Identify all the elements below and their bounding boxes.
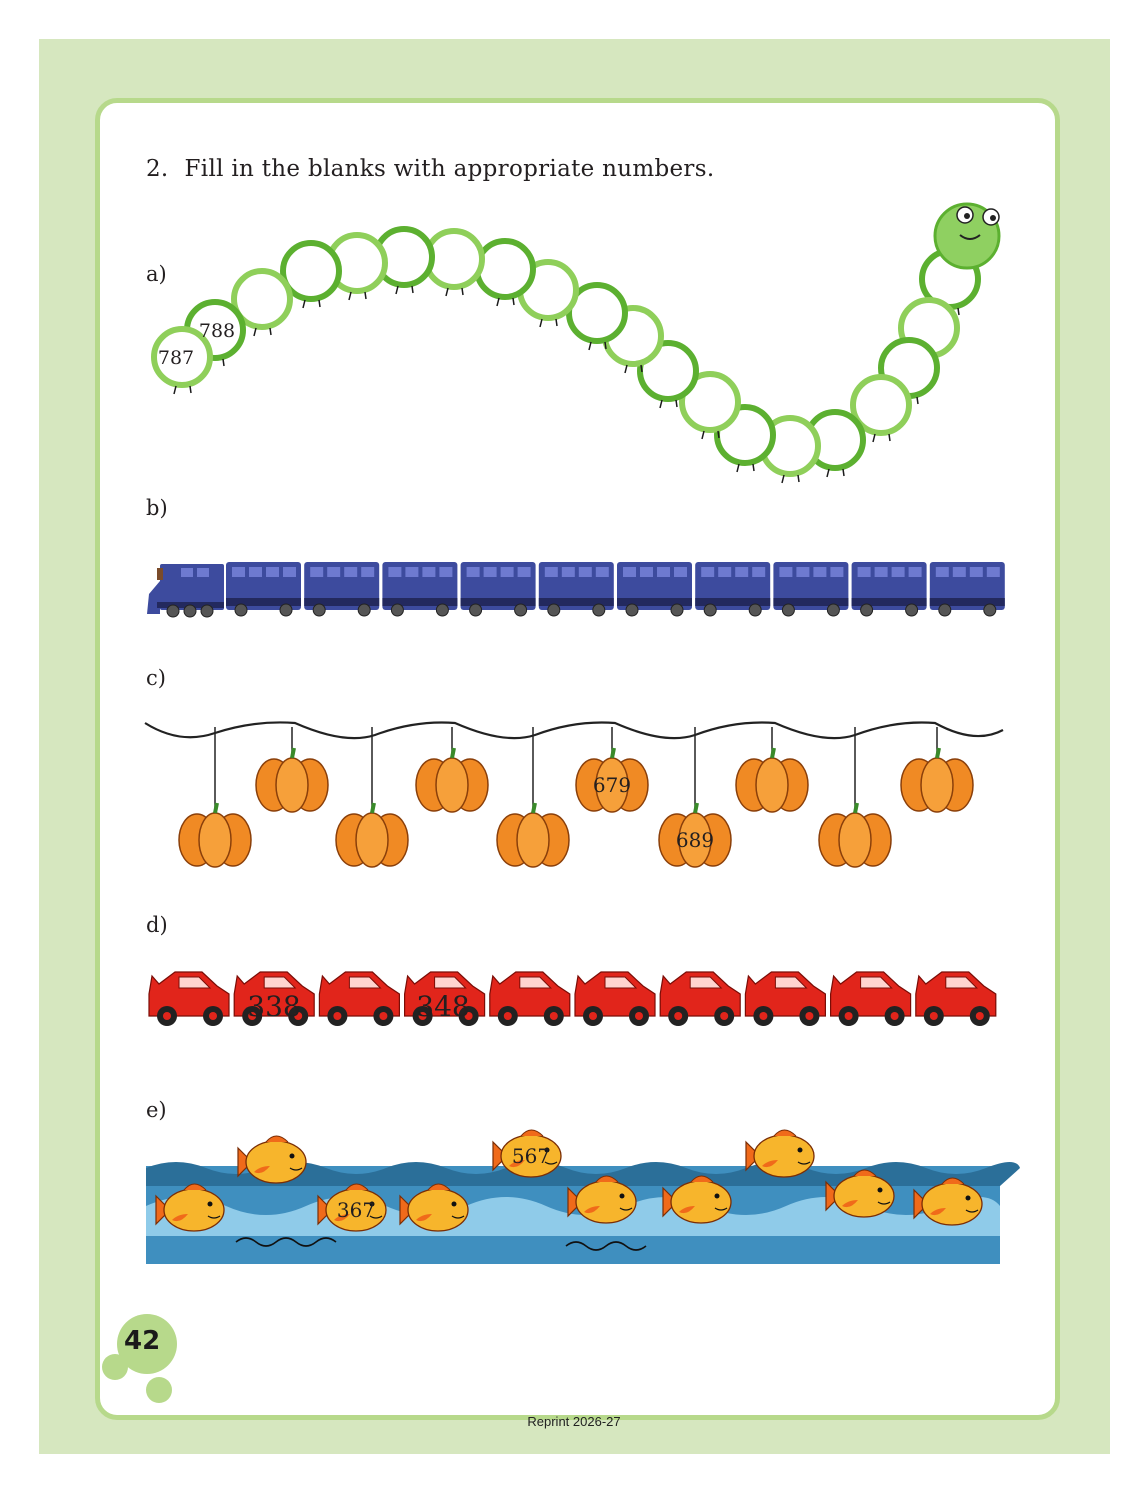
given-number: 788 [199, 320, 235, 342]
red-car [830, 971, 912, 1026]
caterpillar-segment [850, 374, 912, 443]
given-number: 338 [247, 990, 300, 1023]
red-car [744, 971, 826, 1026]
train-picture [147, 562, 1005, 618]
caterpillar-segment [714, 404, 776, 473]
pumpkin [415, 727, 489, 813]
fish [913, 1177, 983, 1226]
caterpillar-segment [423, 228, 485, 297]
train-coach [304, 562, 380, 617]
train-coach [460, 562, 536, 617]
fish [662, 1175, 732, 1224]
fish [237, 1135, 307, 1184]
fish [492, 1129, 562, 1178]
given-number: 367 [337, 1198, 375, 1222]
train-coach [617, 562, 692, 617]
given-number: 787 [158, 347, 194, 369]
caterpillar-segment [679, 371, 741, 440]
pumpkin [178, 727, 252, 868]
caterpillar-segment [151, 326, 213, 395]
train-coach [695, 562, 771, 617]
train-coach [929, 562, 1005, 617]
fish [825, 1169, 895, 1218]
question-number: 2. [146, 156, 169, 182]
fish [155, 1183, 225, 1232]
part-e-label: e) [146, 1098, 167, 1122]
red-cars-picture: 338 348 [148, 971, 997, 1026]
part-c-label: c) [146, 666, 166, 690]
given-number: 689 [676, 828, 714, 852]
pumpkin [900, 727, 974, 813]
given-number: 679 [593, 773, 631, 797]
fish-in-waves-picture: 367 567 [146, 1129, 1020, 1264]
part-b-label: b) [146, 496, 168, 520]
question-text: Fill in the blanks with appropriate numb… [184, 156, 715, 182]
garland-string [144, 721, 1004, 740]
pumpkin [735, 727, 809, 813]
red-car [574, 971, 656, 1026]
train-coach [382, 562, 458, 617]
fish [567, 1175, 637, 1224]
pumpkin [496, 727, 570, 868]
wave-lines [235, 1237, 647, 1251]
train-coach [538, 562, 614, 617]
given-number: 567 [512, 1144, 550, 1168]
pumpkin [575, 727, 649, 813]
pumpkin [335, 727, 409, 868]
pumpkin [255, 727, 329, 813]
red-car [233, 971, 315, 1026]
caterpillar-segment [280, 240, 342, 309]
train-coach [773, 562, 849, 617]
pumpkin [818, 727, 892, 868]
question-title: 2. Fill in the blanks with appropriate nu… [146, 156, 714, 182]
fish [745, 1129, 815, 1178]
red-car [318, 971, 400, 1026]
page-number-badge [102, 1314, 177, 1403]
red-car [489, 971, 571, 1026]
red-car [659, 971, 741, 1026]
caterpillar-segment [566, 282, 628, 351]
given-number: 348 [416, 990, 469, 1023]
part-d-label: d) [146, 913, 168, 937]
red-car [915, 971, 997, 1026]
train-coach [226, 562, 301, 617]
caterpillar-head [933, 202, 1001, 270]
red-car [404, 971, 486, 1026]
pumpkin-garland-picture: 679 689 [144, 721, 1004, 868]
fish [317, 1183, 387, 1232]
page-number: 42 [124, 1326, 161, 1356]
reprint-footer: Reprint 2026-27 [527, 1414, 621, 1429]
part-a-label: a) [146, 262, 167, 286]
fish [399, 1183, 469, 1232]
pumpkin [658, 727, 732, 868]
train-coach [851, 562, 927, 617]
red-car [148, 971, 230, 1026]
train-engine [147, 564, 224, 618]
caterpillar-segment [231, 268, 293, 337]
